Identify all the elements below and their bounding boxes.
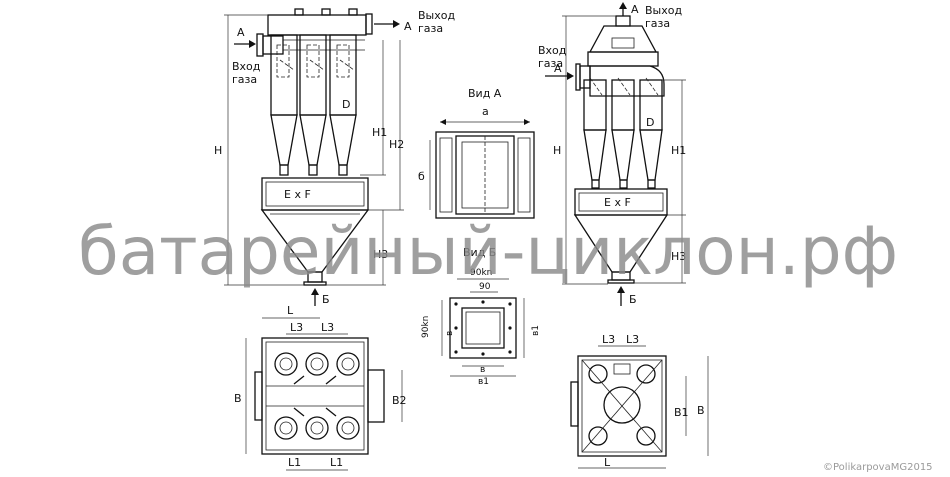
gas-inlet-label-left-1: Вход	[232, 60, 261, 73]
dim-l3-right-plan-2: L3	[626, 333, 639, 346]
view-b-bolt-holes	[454, 300, 512, 356]
dim-l-right-plan: L	[604, 456, 611, 469]
dim-l-left-plan: L	[287, 304, 294, 317]
gas-outlet-label-right-2: газа	[645, 17, 670, 30]
dim-v-side: в	[445, 331, 455, 336]
dim-b1-right-plan: В1	[674, 406, 689, 419]
dim-l3-left-plan-1: L3	[290, 321, 303, 334]
gas-inlet-label-right-1: Вход	[538, 44, 567, 57]
left-elevation-annotations: А Вход газа А Выход газа D Е х F Б Н Н1 …	[214, 9, 455, 306]
dim-h2-left: Н2	[389, 138, 404, 151]
dim-90kn-side: 90kn	[421, 316, 431, 338]
dim-a: а	[482, 105, 489, 118]
gas-inlet-label-right-2: газа	[538, 57, 563, 70]
view-b-arrow-right: Б	[629, 293, 637, 306]
dim-l1-left-plan-2: L1	[330, 456, 343, 469]
view-b-arrow-left: Б	[322, 293, 330, 306]
dim-l3-left-plan-2: L3	[321, 321, 334, 334]
dim-h3-left: Н3	[373, 248, 388, 261]
dim-90kn-top: 90kn	[470, 268, 492, 278]
dim-b-right-plan: В	[697, 404, 705, 417]
right-elevation-annotations: А Выход газа Вход газа А D Е х F Б Н Н1 …	[538, 2, 686, 306]
right-elevation-view	[573, 15, 669, 284]
dim-b: б	[418, 170, 425, 183]
dim-h3-right: Н3	[671, 250, 686, 263]
view-a-arrow-right-inlet: А	[554, 62, 562, 75]
view-a-arrow-left: А	[237, 26, 245, 39]
dim-b-left-plan: В	[234, 392, 242, 405]
dim-v1-bottom: в1	[478, 377, 489, 387]
dim-h1-right: Н1	[671, 144, 686, 157]
gas-inlet-label-left-2: газа	[232, 73, 257, 86]
right-plan-cyclone-circles	[588, 364, 656, 446]
right-plan-view: L3 L3 В1 В L	[570, 333, 709, 469]
dim-h-left: Н	[214, 144, 222, 157]
dim-exf-left: Е х F	[284, 188, 311, 201]
gas-outlet-label-left-2: газа	[418, 22, 443, 35]
view-a-arrow-right-elev: А	[631, 3, 639, 16]
dim-l3-right-plan-1: L3	[602, 333, 615, 346]
view-b-title: Вид Б	[463, 246, 496, 259]
dim-exf-right: Е х F	[604, 196, 631, 209]
dim-v1-side: в1	[531, 325, 541, 336]
view-a: Вид А а б	[418, 87, 535, 219]
left-elevation-view	[256, 8, 373, 286]
gas-outlet-label-right-1: Выход	[645, 4, 682, 17]
dim-v-bottom: в	[480, 365, 485, 375]
dim-h-right: Н	[553, 144, 561, 157]
dim-90: 90	[479, 282, 491, 292]
copyright: ©PolikarpovaMG2015	[823, 462, 933, 473]
dim-h1-left: Н1	[372, 126, 387, 139]
gas-outlet-label-left-1: Выход	[418, 9, 455, 22]
right-cyclone-elements	[583, 77, 663, 189]
dim-d-left: D	[342, 98, 350, 111]
view-a-arrow-right: А	[404, 20, 412, 33]
view-b: Вид Б 90kn 90 90kn в в1 в в1	[421, 246, 541, 387]
left-plan-view: L L3 L3 В В2 L1 L1	[234, 304, 407, 471]
watermark: батарейный-циклон.рф	[78, 213, 898, 290]
left-plan-cyclone-circles	[274, 352, 360, 440]
view-a-title: Вид А	[468, 87, 502, 100]
dim-d-right: D	[646, 116, 654, 129]
dim-b2-left-plan: В2	[392, 394, 407, 407]
left-cyclone-elements	[270, 34, 357, 176]
dim-l1-left-plan-1: L1	[288, 456, 301, 469]
